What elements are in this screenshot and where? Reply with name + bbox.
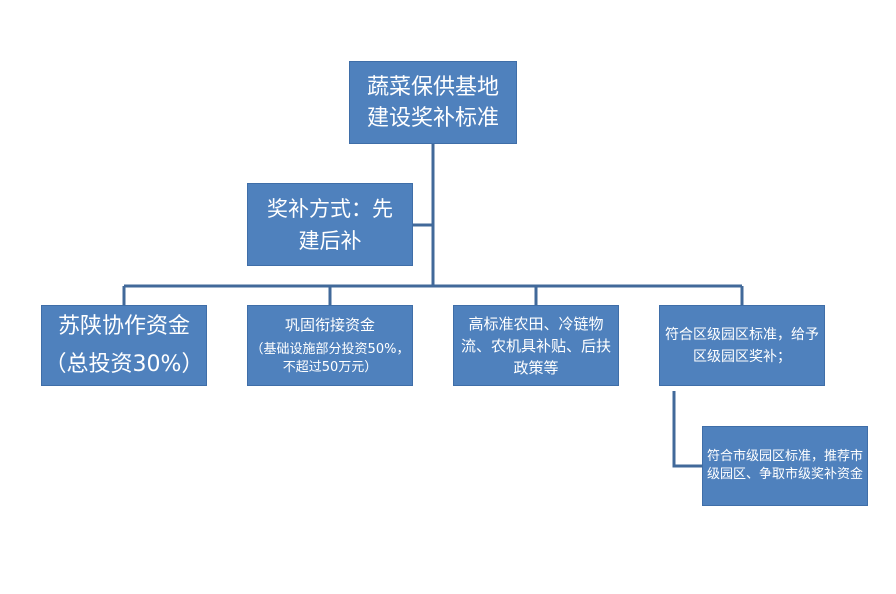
child-node-su-shaan: 苏陕协作资金 （总投资30%） (41, 305, 207, 386)
child-1-line-1: 苏陕协作资金 (57, 313, 190, 339)
child-2-title: 巩固衔接资金 (284, 315, 375, 334)
child-2-note: （基础设施部分投资50%，不超过50万元） (250, 341, 410, 375)
child-3-text: 高标准农田、冷链物流、农机具补贴、后扶政策等 (460, 314, 611, 377)
child-node-farmland-policy: 高标准农田、冷链物流、农机具补贴、后扶政策等 (453, 305, 619, 386)
root-line-1: 蔬菜保供基地 (366, 74, 499, 100)
child-1-line-2: （总投资30%） (44, 351, 204, 377)
child-node-district-park: 符合区级园区标准，给予区级园区奖补； (659, 305, 825, 386)
method-line-2: 建后补 (298, 228, 362, 253)
child-4-text: 符合区级园区标准，给予区级园区奖补； (665, 326, 819, 365)
child-node-consolidation-fund: 巩固衔接资金 （基础设施部分投资50%，不超过50万元） (247, 305, 413, 386)
root-node: 蔬菜保供基地 建设奖补标准 (349, 61, 517, 144)
sub-node-text: 符合市级园区标准，推荐市级园区、争取市级奖补资金 (707, 449, 864, 482)
method-line-1: 奖补方式：先 (267, 196, 393, 221)
sub-node-city-park: 符合市级园区标准，推荐市级园区、争取市级奖补资金 (702, 426, 868, 506)
method-node: 奖补方式：先 建后补 (247, 183, 413, 266)
root-line-2: 建设奖补标准 (366, 105, 499, 131)
sub-child-connector (672, 391, 702, 468)
